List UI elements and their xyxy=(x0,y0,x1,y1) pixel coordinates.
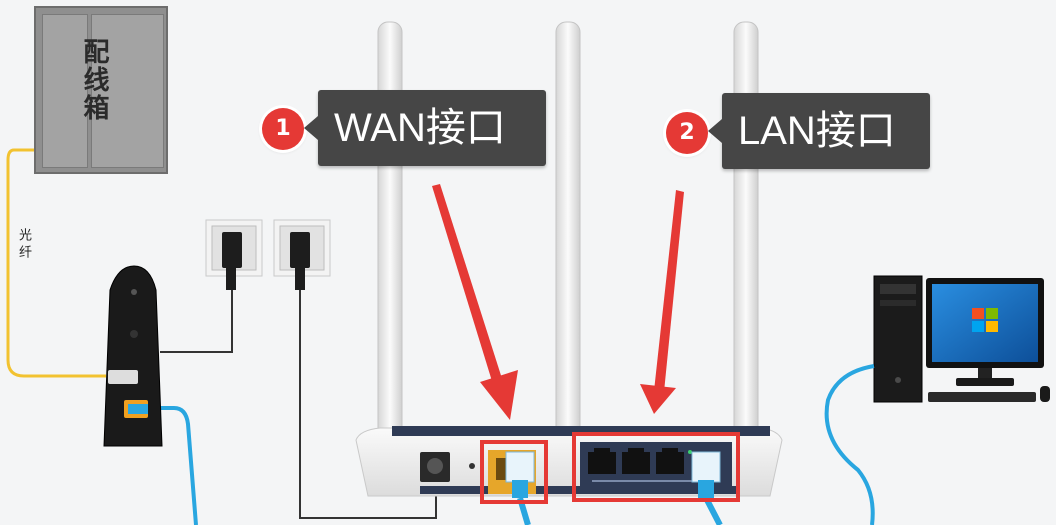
power-outlet-icon xyxy=(273,219,331,290)
step-badge-2: 2 xyxy=(666,112,708,154)
antenna-center xyxy=(555,21,581,497)
lan-ethernet-plug xyxy=(691,451,723,525)
ethernet-port-icon xyxy=(588,448,616,474)
lan-callout: LAN接口 xyxy=(708,93,930,169)
wan-callout: WAN接口 xyxy=(304,90,546,166)
distribution-box-door-right xyxy=(91,14,164,168)
ethernet-port-icon xyxy=(656,448,684,474)
power-outlet-icon xyxy=(205,219,263,290)
wan-arrow xyxy=(432,184,518,420)
windows-logo-icon xyxy=(972,308,998,332)
step-badge-1: 1 xyxy=(262,108,304,150)
computer-ethernet-cable xyxy=(824,364,875,525)
router-power-cable xyxy=(299,288,437,519)
distribution-box-label: 配线箱 xyxy=(79,38,109,122)
optical-modem xyxy=(103,265,163,447)
fiber-cable xyxy=(6,148,106,378)
lan-highlight-box xyxy=(572,432,740,502)
lan-arrow xyxy=(640,190,684,414)
modem-power-cable xyxy=(160,288,233,353)
distribution-box-door-left xyxy=(42,14,88,168)
lan-callout-label: LAN接口 xyxy=(738,109,896,153)
desktop-computer xyxy=(873,275,1050,403)
ethernet-port-icon xyxy=(622,448,650,474)
fiber-label: 光纤 xyxy=(16,228,31,262)
wan-callout-label: WAN接口 xyxy=(334,106,506,150)
wan-highlight-box xyxy=(480,440,548,504)
distribution-box xyxy=(34,6,168,174)
modem-to-wan-cable xyxy=(150,406,198,525)
